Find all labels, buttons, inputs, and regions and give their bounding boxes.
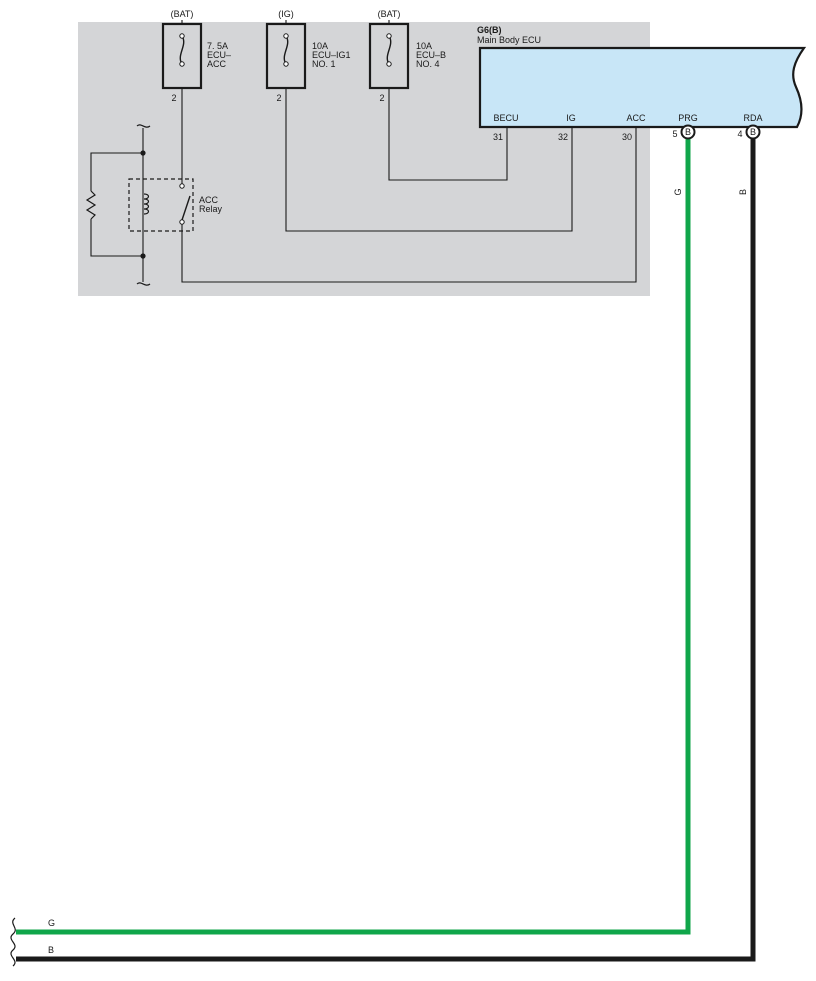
fuse-2-source: (IG): [278, 9, 294, 19]
fuse-1-name-line2: ACC: [207, 59, 227, 69]
wire-break-mark: [10, 917, 16, 967]
ecu-name: Main Body ECU: [477, 35, 541, 45]
relay-coil-symbol: [143, 193, 150, 215]
pin-32-label: 32: [558, 132, 568, 142]
pin-4-label: 4: [737, 129, 742, 139]
fuse-3-name-line2: NO. 4: [416, 59, 440, 69]
fuse-1-source: (BAT): [171, 9, 194, 19]
ecu-code: G6(B): [477, 25, 502, 35]
relay-label-line2: Relay: [199, 204, 223, 214]
acc-relay: ACC Relay: [128, 178, 223, 232]
wire-fuse3-to-becu: [388, 88, 508, 181]
relay-switch-contact: [181, 195, 191, 221]
wire-green-code-vertical: G: [673, 188, 683, 195]
connector-marker-prg: B: [680, 124, 696, 140]
fuse-2-pin: 2: [276, 93, 281, 103]
connector-marker-rda-letter: B: [750, 127, 756, 137]
wire-green-code-horizontal: G: [48, 918, 55, 928]
wire-relay-to-acc: [181, 127, 637, 283]
resistor-symbol: [85, 190, 97, 220]
connector-marker-prg-letter: B: [685, 127, 691, 137]
connector-marker-rda: B: [745, 124, 761, 140]
break-mark-top: [136, 124, 151, 128]
main-body-ecu-box: [478, 46, 807, 129]
fuse-3-pin: 2: [379, 93, 384, 103]
pin-31-label: 31: [493, 132, 503, 142]
terminal-rda-label: RDA: [743, 113, 762, 123]
terminal-becu-label: BECU: [493, 113, 518, 123]
wire-black-rda: [16, 138, 756, 962]
pin-30-label: 30: [622, 132, 632, 142]
junction-dot-bottom: [140, 253, 146, 259]
junction-dot-top: [140, 150, 146, 156]
break-mark-bottom: [136, 282, 151, 286]
pin-5-label: 5: [672, 129, 677, 139]
terminal-prg-label: PRG: [678, 113, 698, 123]
resistor-branch: [85, 124, 151, 286]
wire-green-prg: [16, 138, 691, 935]
wire-black-code-horizontal: B: [48, 945, 54, 955]
relay-dashed-box: [128, 178, 194, 232]
fuse-2-name-line1: ECU–IG1: [312, 50, 351, 60]
fuse-3-name-line1: ECU–B: [416, 50, 446, 60]
terminal-acc-label: ACC: [626, 113, 646, 123]
wire-fuse2-to-ig: [285, 88, 573, 232]
relay-label-line1: ACC: [199, 195, 219, 205]
fuse-1-pin: 2: [171, 93, 176, 103]
fuse-ecu-acc: (BAT) 7. 5A ECU– ACC 2: [161, 9, 231, 103]
fuse-1-rating: 7. 5A: [207, 41, 228, 51]
fuse-2-name-line2: NO. 1: [312, 59, 336, 69]
fuse-3-rating: 10A: [416, 41, 432, 51]
fuse-2-rating: 10A: [312, 41, 328, 51]
wire-black-code-vertical: B: [738, 189, 748, 195]
fuse-ecu-ig1-no1: (IG) 10A ECU–IG1 NO. 1 2: [265, 9, 351, 103]
terminal-ig-label: IG: [566, 113, 576, 123]
fuse-1-name-line1: ECU–: [207, 50, 231, 60]
fuse-3-source: (BAT): [378, 9, 401, 19]
